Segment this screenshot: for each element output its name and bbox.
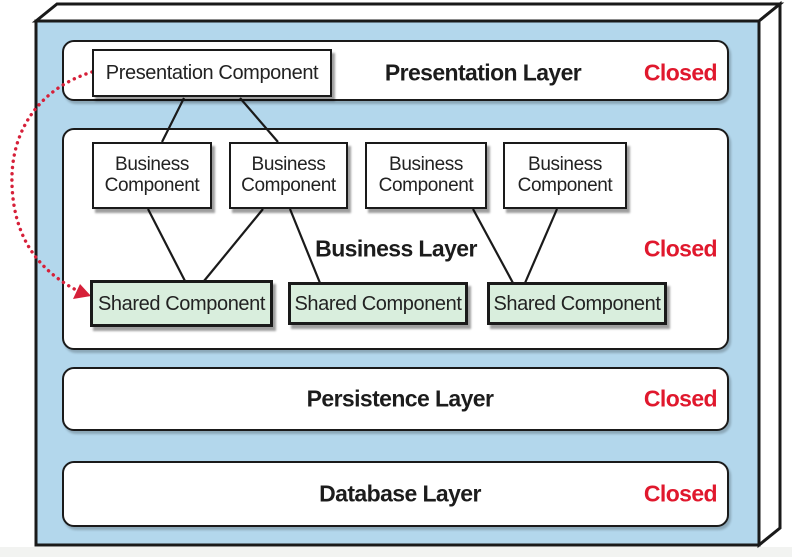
business-component-box-2: Business Component — [229, 142, 348, 209]
presentation-component-label: Presentation Component — [105, 62, 319, 84]
business-component-box-4: Business Component — [503, 142, 627, 209]
shared-component-box-3: Shared Component — [487, 282, 667, 325]
business-component-box-3: Business Component — [365, 142, 487, 209]
business-layer-title: Business Layer — [315, 235, 477, 262]
shared-component-box-2: Shared Component — [288, 282, 468, 325]
shared-component-box-1: Shared Component — [90, 280, 273, 327]
shared-component-label: Shared Component — [493, 292, 661, 315]
business-component-label: Business Component — [517, 153, 613, 196]
shared-component-label: Shared Component — [294, 292, 462, 315]
database-layer — [62, 461, 729, 527]
shared-component-label: Shared Component — [97, 292, 266, 315]
box-right-face — [757, 0, 782, 549]
business-layer-status: Closed — [643, 235, 718, 262]
page-edge-strip — [0, 547, 792, 557]
presentation-component-box: Presentation Component — [92, 49, 332, 97]
persistence-layer-title: Persistence Layer — [306, 385, 494, 412]
presentation-layer-status: Closed — [643, 59, 718, 86]
database-layer-title: Database Layer — [319, 480, 481, 507]
persistence-layer — [62, 367, 729, 431]
database-layer-status: Closed — [643, 480, 718, 507]
persistence-layer-status: Closed — [643, 385, 718, 412]
box-top-face — [31, 2, 785, 23]
business-component-box-1: Business Component — [92, 142, 212, 209]
business-component-label: Business Component — [104, 153, 200, 196]
business-component-label: Business Component — [241, 153, 336, 196]
presentation-layer-title: Presentation Layer — [384, 59, 582, 86]
business-component-label: Business Component — [378, 153, 474, 196]
